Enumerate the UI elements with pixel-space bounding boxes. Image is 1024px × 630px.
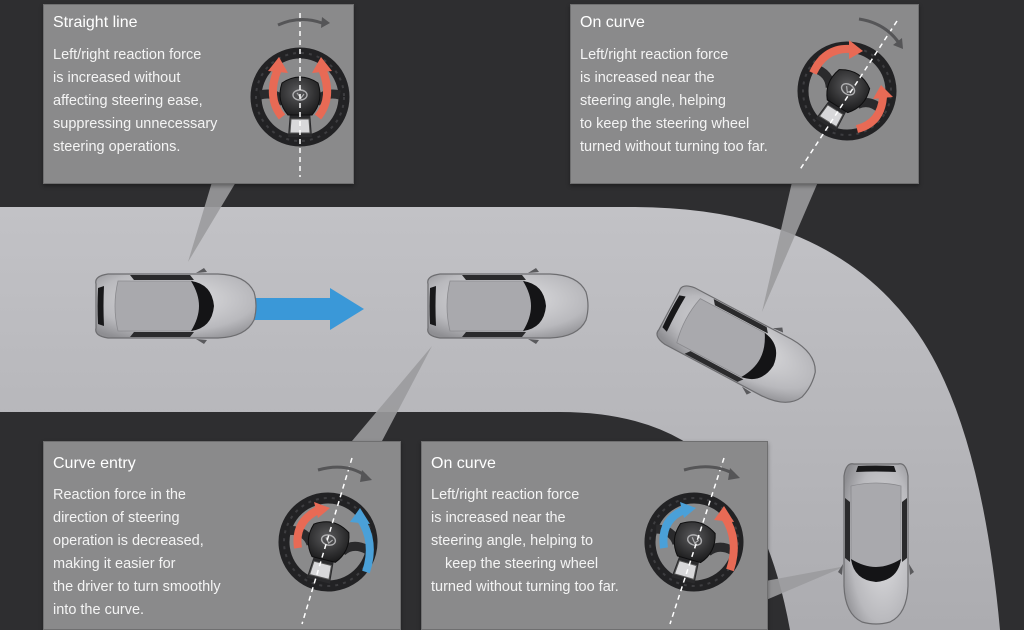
panel-description: Left/right reaction force is increased n… [580, 44, 768, 159]
force-arrow-blue [659, 506, 686, 549]
description-line: steering operations. [53, 139, 181, 155]
description-line: direction of steering [53, 510, 180, 526]
callout-on-curve-bottom: On curve Left/right reaction force is in… [421, 441, 768, 630]
car-curve-bottom [837, 463, 915, 625]
description-line: is increased near the [431, 510, 566, 526]
panel-title: Curve entry [53, 455, 136, 472]
description-line: turned without turning too far. [431, 579, 619, 595]
description-line: turned without turning too far. [580, 139, 768, 155]
steering-wheel-icon [630, 457, 762, 625]
description-line: suppressing unnecessary [53, 116, 218, 132]
callout-curve-entry: Curve entry Reaction force in the direct… [43, 441, 401, 630]
description-line: affecting steering ease, [53, 93, 203, 109]
pointer-curve-bottom [760, 566, 846, 600]
description-line: is increased without [53, 70, 181, 86]
description-line: keep the steering wheel [445, 556, 599, 572]
callout-pointers [188, 182, 846, 600]
description-line: operation is decreased, [53, 533, 204, 549]
steering-wheel-icon [256, 457, 396, 625]
force-arrow-upper [809, 44, 852, 75]
force-arrow-left [268, 67, 286, 120]
direction-arrow [252, 288, 364, 330]
force-arrow-red [720, 513, 738, 572]
description-line: steering angle, helping to [431, 533, 594, 549]
panel-title: On curve [431, 455, 496, 472]
steering-wheel-icon [248, 13, 352, 177]
description-line: the driver to turn smoothly [53, 579, 221, 595]
force-arrow-right [314, 67, 332, 120]
force-arrow-red [293, 506, 320, 549]
panel-title: Straight line [53, 14, 138, 31]
description-line: Left/right reaction force [53, 47, 202, 63]
panel-description: Left/right reaction force is increased n… [431, 484, 619, 599]
force-arrow-lower [855, 96, 887, 133]
description-line: into the curve. [53, 602, 145, 618]
pointer-curve-top [762, 182, 818, 312]
panel-description: Left/right reaction force is increased w… [53, 44, 217, 159]
description-line: to keep the steering wheel [580, 116, 750, 132]
panel-description: Reaction force in the direction of steer… [53, 484, 221, 622]
description-line: Left/right reaction force [431, 487, 580, 503]
description-line: Left/right reaction force [580, 47, 729, 63]
description-line: steering angle, helping [580, 93, 726, 109]
callout-straight-line: Straight line Left/right reaction force … [43, 4, 354, 184]
pointer-entry [352, 346, 432, 441]
callout-on-curve-top: On curve Left/right reaction force is in… [570, 4, 919, 184]
steering-wheel-icon [785, 17, 913, 172]
car-entry [427, 267, 589, 345]
description-line: making it easier for [53, 556, 176, 572]
pointer-straight [188, 182, 236, 262]
description-line: Reaction force in the [53, 487, 186, 503]
car-straight [95, 267, 257, 345]
description-line: is increased near the [580, 70, 715, 86]
panel-title: On curve [580, 14, 645, 31]
